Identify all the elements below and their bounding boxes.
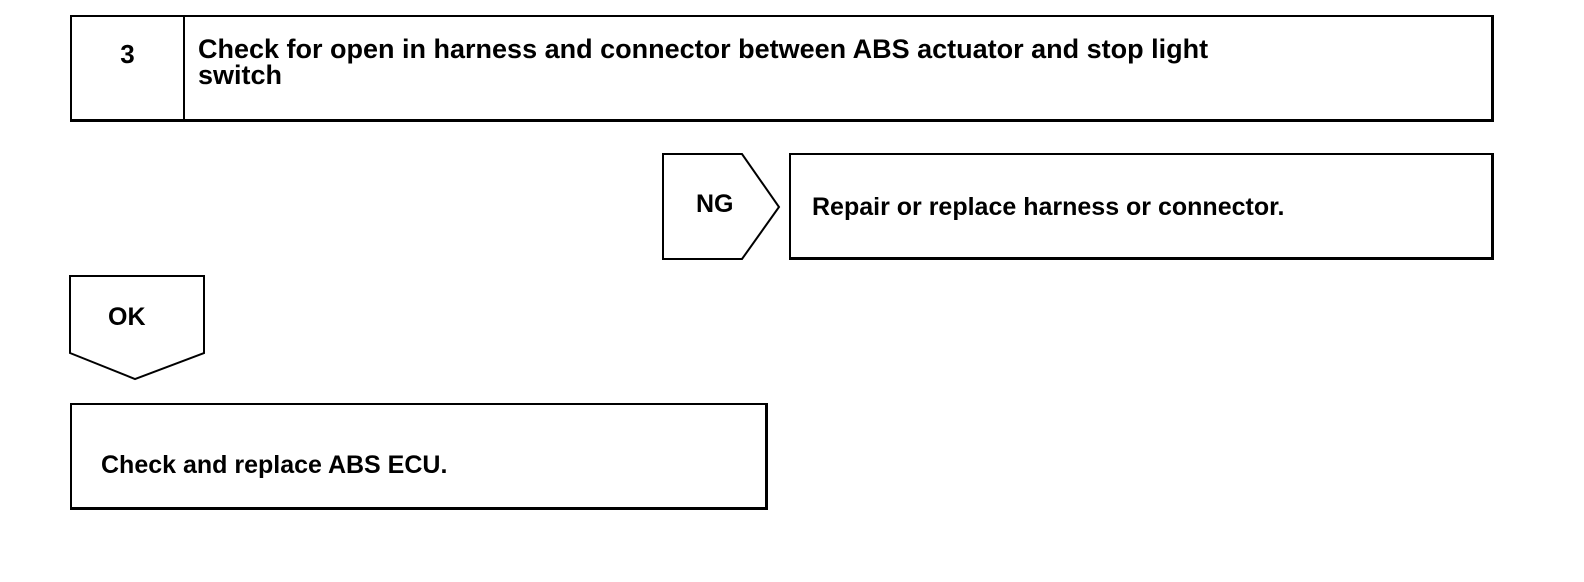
ng-tag-label: NG (696, 190, 734, 218)
ok-action-box: Check and replace ABS ECU. (70, 403, 768, 510)
ng-action-box: Repair or replace harness or connector. (789, 153, 1494, 260)
ok-action-text: Check and replace ABS ECU. (101, 451, 448, 479)
step-title: Check for open in harness and connector … (198, 34, 1209, 90)
step-number: 3 (72, 17, 185, 119)
ok-tag-label: OK (108, 303, 146, 331)
step-header-box: 3 Check for open in harness and connecto… (70, 15, 1494, 122)
ng-action-text: Repair or replace harness or connector. (812, 193, 1285, 221)
ok-tag-shape (69, 275, 205, 381)
ng-tag-shape (662, 153, 781, 260)
